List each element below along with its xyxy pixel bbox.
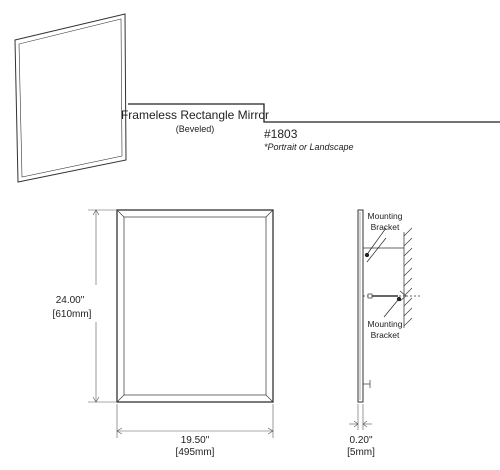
mounting-hardware	[363, 247, 422, 388]
model-number: #1803	[264, 127, 298, 141]
width-inches: 19.50"	[181, 435, 210, 446]
bottom-bracket-label-line1: Mounting	[368, 319, 403, 329]
top-bracket-label-line1: Mounting	[368, 211, 403, 221]
title-leader-line	[128, 103, 500, 123]
orientation-note: *Portrait or Landscape	[264, 142, 354, 152]
width-mm: [495mm]	[176, 447, 215, 458]
product-name: Frameless Rectangle Mirror	[121, 108, 269, 122]
isometric-mirror-sketch	[14, 13, 127, 183]
height-dimension	[88, 209, 116, 403]
bottom-bracket-label-line2: Bracket	[371, 330, 400, 340]
top-bracket-label-line2: Bracket	[371, 222, 400, 232]
product-subtitle: (Beveled)	[176, 124, 215, 134]
thickness-dimension	[349, 404, 372, 430]
width-dimension	[116, 404, 274, 438]
side-view-mirror	[357, 209, 364, 403]
height-mm: [610mm]	[53, 309, 92, 320]
front-view-mirror	[116, 209, 274, 403]
bracket-leaders	[364, 227, 402, 318]
thickness-mm: [5mm]	[347, 447, 375, 458]
wall-hatching	[403, 227, 413, 328]
height-inches: 24.00"	[56, 295, 85, 306]
thickness-inches: 0.20"	[349, 435, 372, 446]
